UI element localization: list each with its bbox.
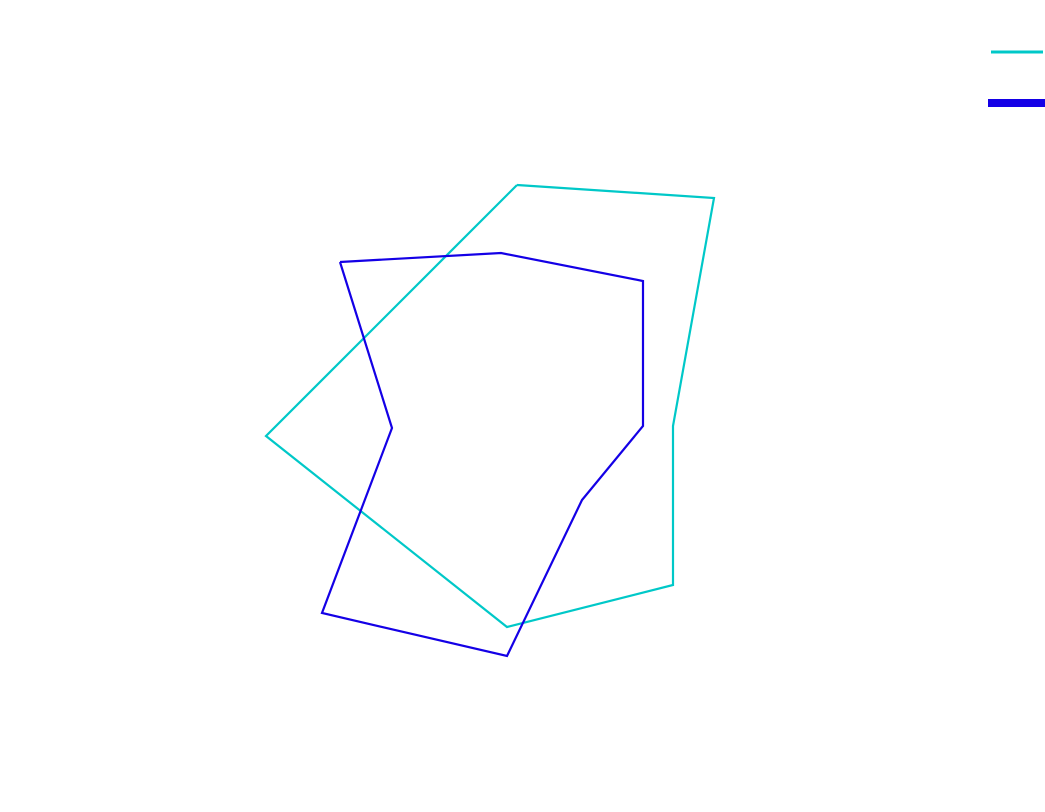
plot-area <box>264 183 716 658</box>
series-1-line <box>264 183 716 629</box>
legend <box>988 50 1045 107</box>
series-2-line <box>320 251 645 658</box>
